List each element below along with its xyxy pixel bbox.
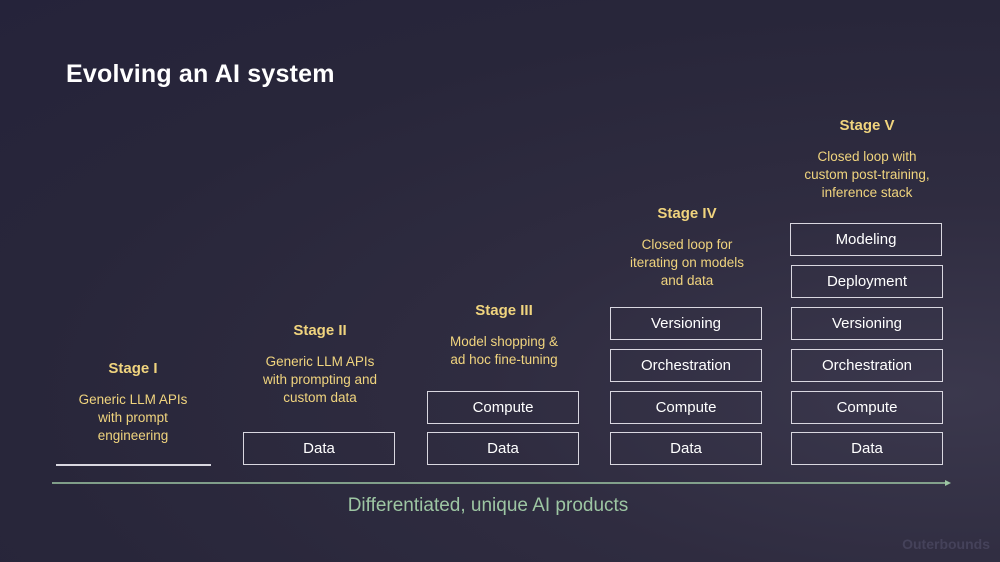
stage-5-layer-compute: Compute <box>791 391 943 424</box>
desc-line: custom data <box>283 390 357 405</box>
stage-4-name: Stage IV <box>657 205 717 222</box>
stage-4: Stage IV Closed loop for iterating on mo… <box>610 205 764 290</box>
stage-3-layer-compute: Compute <box>427 391 579 424</box>
axis-caption: Differentiated, unique AI products <box>347 495 629 516</box>
stage-3-name: Stage III <box>475 302 533 319</box>
stage-3: Stage III Model shopping & ad hoc fine-t… <box>427 302 581 369</box>
progress-arrow <box>52 480 951 486</box>
desc-line: with prompt <box>98 410 168 425</box>
desc-line: Generic LLM APIs <box>265 354 375 369</box>
stage-3-layer-data: Data <box>427 432 579 465</box>
stage-1-description: Generic LLM APIs with prompt engineering <box>56 391 210 445</box>
stage-4-description: Closed loop for iterating on models and … <box>610 236 764 290</box>
stage-5-layer-data: Data <box>791 432 943 465</box>
desc-line: inference stack <box>821 185 913 200</box>
brand-watermark: Outerbounds <box>902 536 990 552</box>
stage-5-description: Closed loop with custom post-training, i… <box>790 148 944 202</box>
stage-5: Stage V Closed loop with custom post-tra… <box>790 117 944 202</box>
stage-4-layer-versioning: Versioning <box>610 307 762 340</box>
stage-4-layer-orchestration: Orchestration <box>610 349 762 382</box>
slide-title: Evolving an AI system <box>66 60 335 88</box>
desc-line: Generic LLM APIs <box>78 392 188 407</box>
stage-1: Stage I Generic LLM APIs with prompt eng… <box>56 360 210 445</box>
desc-line: custom post-training, <box>804 167 930 182</box>
stage-4-layer-data: Data <box>610 432 762 465</box>
stage-1-baseline <box>56 464 211 466</box>
desc-line: Closed loop with <box>817 149 917 164</box>
stage-5-layer-modeling: Modeling <box>790 223 942 256</box>
stage-2: Stage II Generic LLM APIs with prompting… <box>243 322 397 407</box>
stage-5-layer-deployment: Deployment <box>791 265 943 298</box>
stage-4-layer-compute: Compute <box>610 391 762 424</box>
arrow-head-icon <box>945 480 951 486</box>
desc-line: Closed loop for <box>641 237 733 252</box>
desc-line: ad hoc fine-tuning <box>450 352 558 367</box>
stage-3-description: Model shopping & ad hoc fine-tuning <box>427 333 581 369</box>
stage-2-description: Generic LLM APIs with prompting and cust… <box>243 353 397 407</box>
stage-2-name: Stage II <box>293 322 347 339</box>
stage-1-name: Stage I <box>108 360 158 377</box>
stage-5-name: Stage V <box>839 117 895 134</box>
desc-line: engineering <box>97 428 169 443</box>
stage-2-layer-data: Data <box>243 432 395 465</box>
stage-5-layer-versioning: Versioning <box>791 307 943 340</box>
desc-line: iterating on models <box>629 255 745 270</box>
desc-line: Model shopping & <box>449 334 559 349</box>
desc-line: with prompting and <box>262 372 378 387</box>
desc-line: and data <box>660 273 714 288</box>
stage-5-layer-orchestration: Orchestration <box>791 349 943 382</box>
